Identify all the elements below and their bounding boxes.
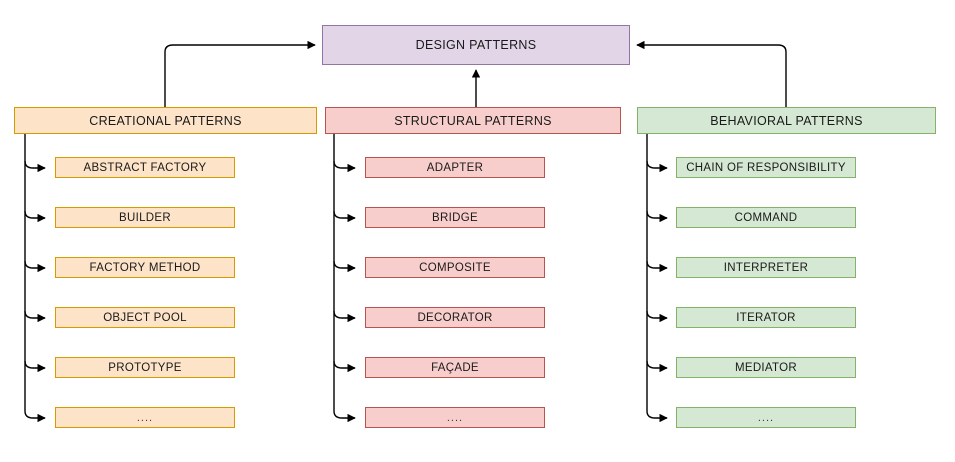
hook-structural-5: [333, 360, 356, 373]
node-builder[interactable]: BUILDER: [55, 207, 235, 228]
node-prototype[interactable]: PROTOTYPE: [55, 357, 235, 378]
connector-creational-to-root: [164, 40, 316, 107]
hook-behavioral-2: [646, 210, 668, 223]
spine-behavioral: [646, 133, 668, 423]
node-structural-patterns[interactable]: STRUCTURAL PATTERNS: [325, 107, 621, 134]
node-design-patterns[interactable]: DESIGN PATTERNS: [322, 25, 630, 65]
node-decorator[interactable]: DECORATOR: [365, 307, 545, 328]
node-interpreter[interactable]: INTERPRETER: [676, 257, 856, 278]
node-object-pool[interactable]: OBJECT POOL: [55, 307, 235, 328]
node-iterator[interactable]: ITERATOR: [676, 307, 856, 328]
node-mediator[interactable]: MEDIATOR: [676, 357, 856, 378]
hook-behavioral-4: [646, 310, 668, 323]
hook-structural-2: [333, 210, 356, 223]
node-creational-more[interactable]: ....: [55, 407, 235, 428]
node-chain-of-responsibility[interactable]: CHAIN OF RESPONSIBILITY: [676, 157, 856, 178]
node-facade[interactable]: FAÇADE: [365, 357, 545, 378]
hook-behavioral-5: [646, 360, 668, 373]
node-factory-method[interactable]: FACTORY METHOD: [55, 257, 235, 278]
hook-structural-4: [333, 310, 356, 323]
node-behavioral-patterns[interactable]: BEHAVIORAL PATTERNS: [637, 107, 936, 134]
hook-creational-2: [24, 210, 46, 223]
hook-behavioral-1: [646, 160, 668, 173]
hook-structural-3: [333, 260, 356, 273]
node-behavioral-more[interactable]: ....: [676, 407, 856, 428]
node-command[interactable]: COMMAND: [676, 207, 856, 228]
connector-behavioral-to-root: [636, 40, 787, 107]
node-structural-more[interactable]: ....: [365, 407, 545, 428]
hook-creational-3: [24, 260, 46, 273]
node-abstract-factory[interactable]: ABSTRACT FACTORY: [55, 157, 235, 178]
hook-creational-4: [24, 310, 46, 323]
node-composite[interactable]: COMPOSITE: [365, 257, 545, 278]
hook-creational-5: [24, 360, 46, 373]
hook-behavioral-3: [646, 260, 668, 273]
node-creational-patterns[interactable]: CREATIONAL PATTERNS: [14, 107, 317, 134]
hook-structural-1: [333, 160, 356, 173]
node-adapter[interactable]: ADAPTER: [365, 157, 545, 178]
hook-creational-1: [24, 160, 46, 173]
spine-structural: [333, 133, 356, 423]
spine-creational: [24, 133, 46, 423]
node-bridge[interactable]: BRIDGE: [365, 207, 545, 228]
